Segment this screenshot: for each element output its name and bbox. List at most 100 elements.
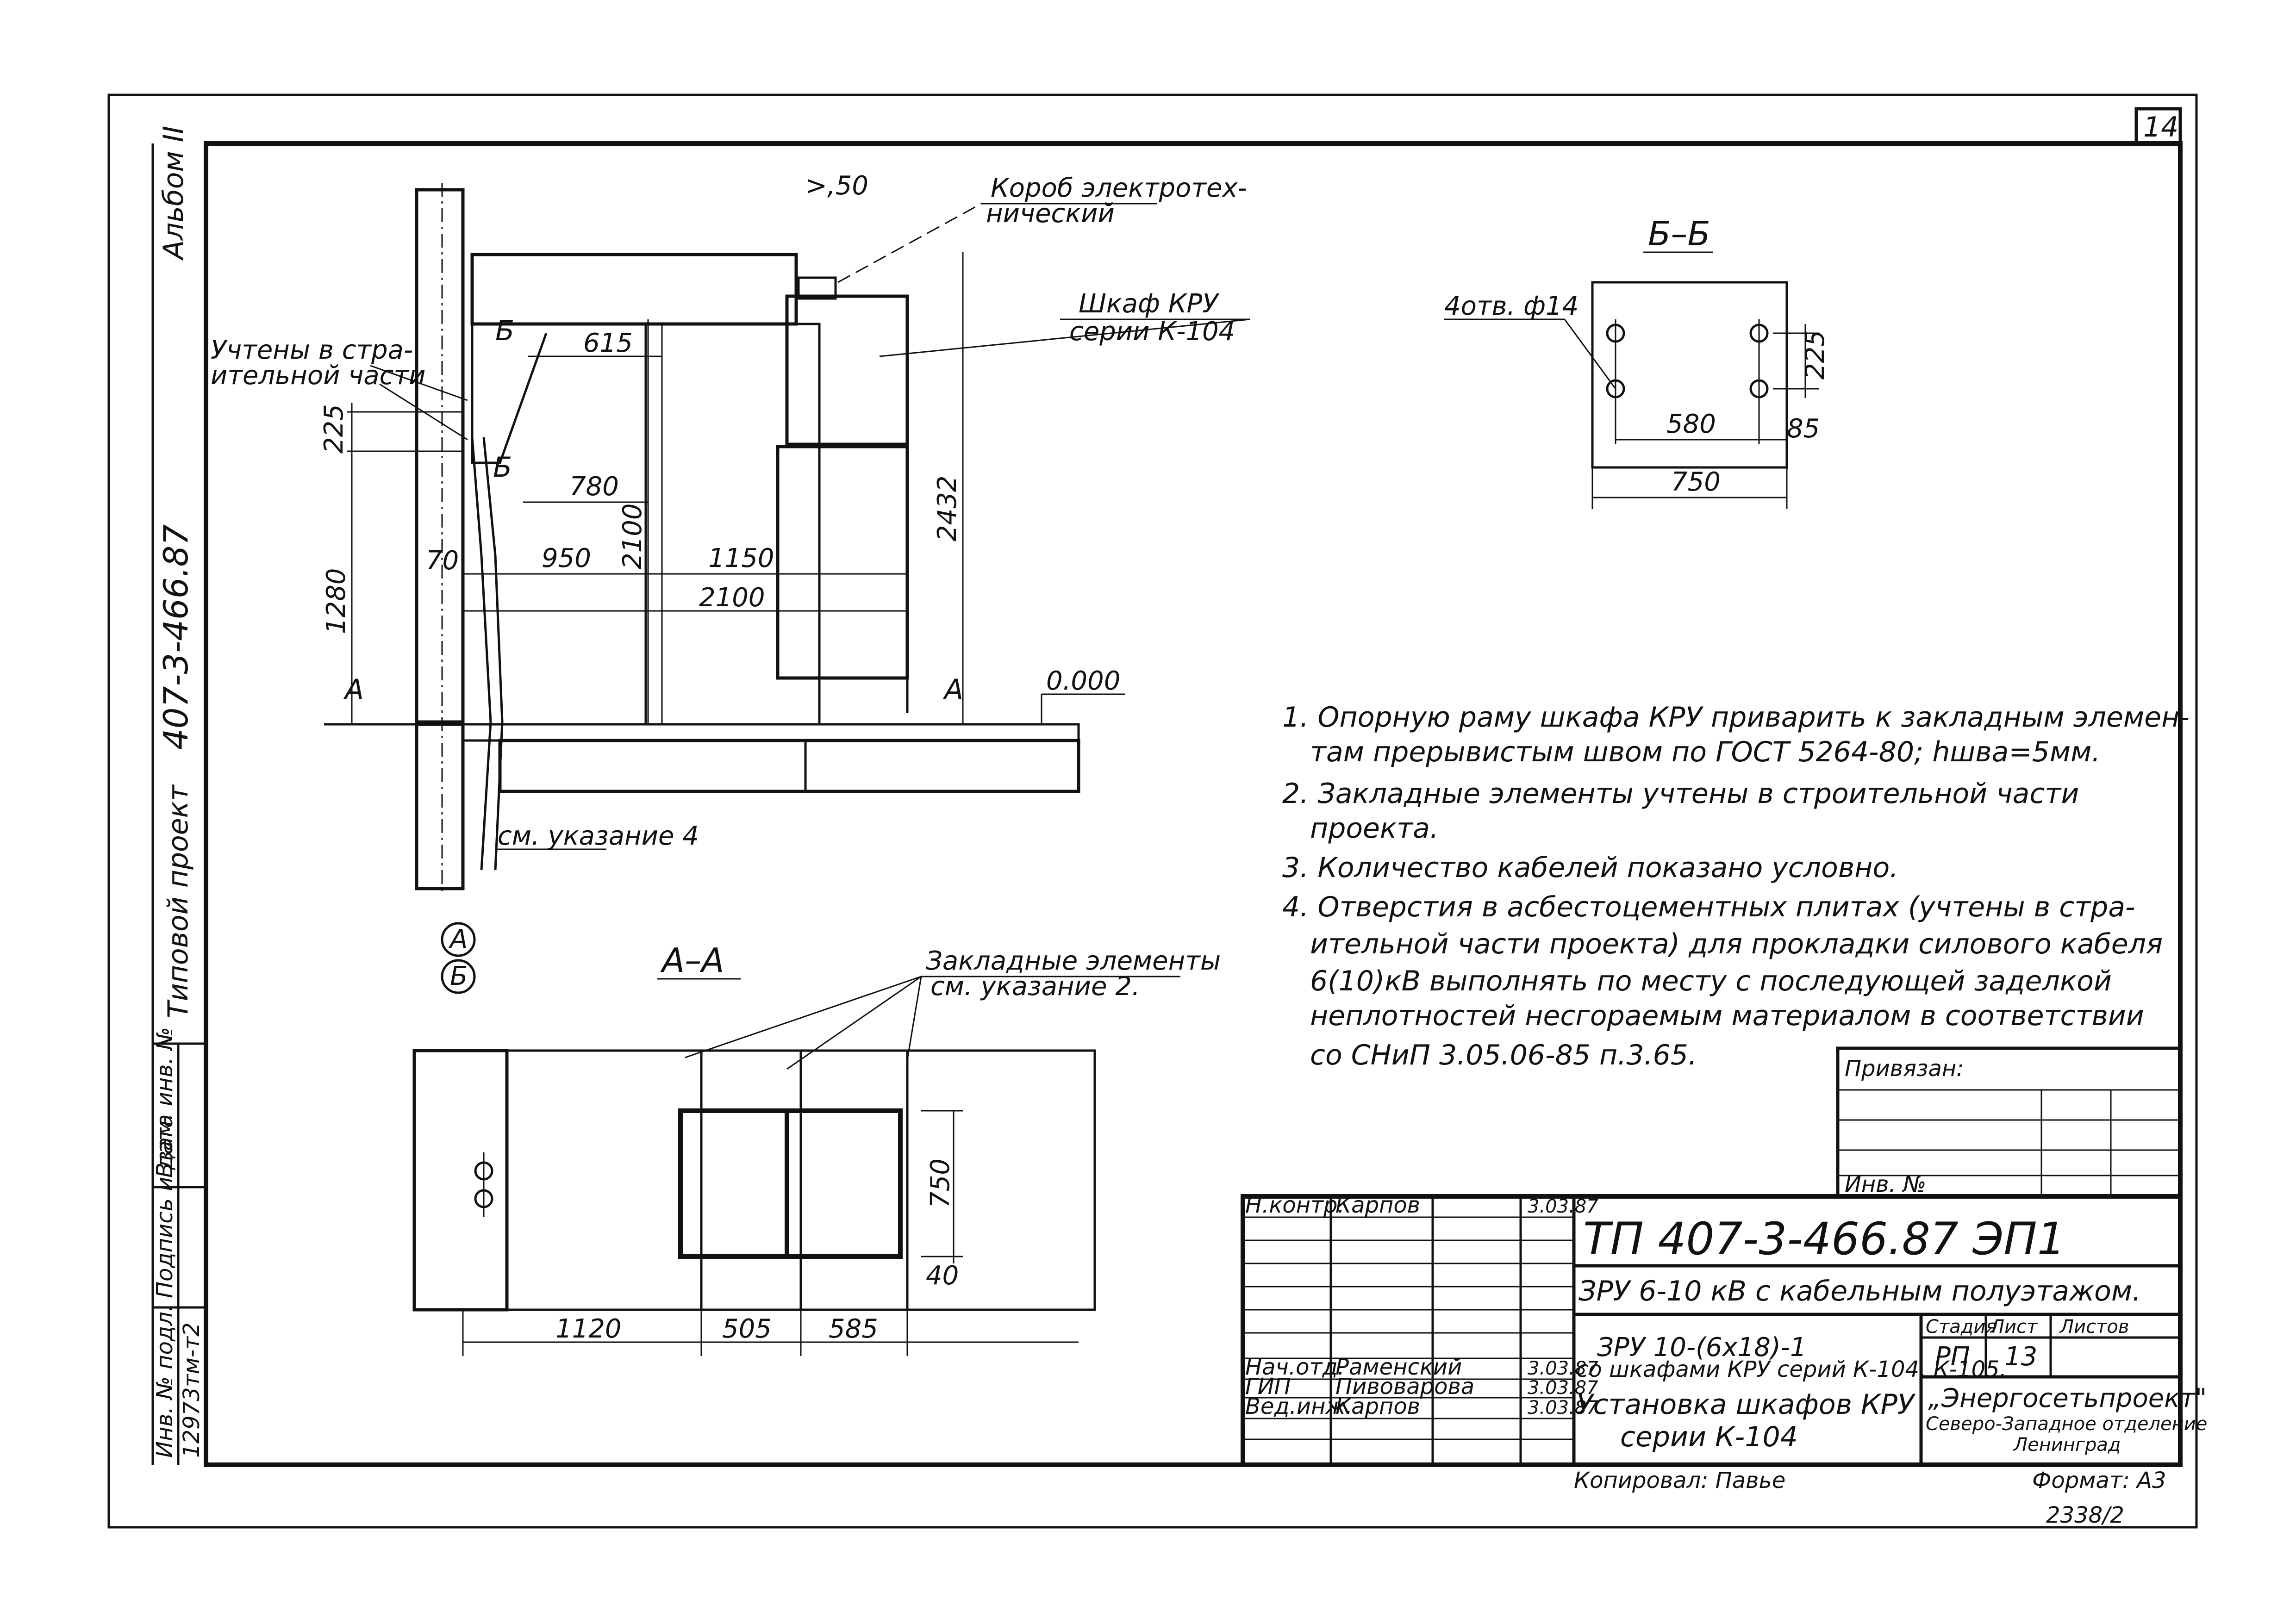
section-aa-title: А–А bbox=[660, 941, 724, 980]
sheet-number: 14 bbox=[2143, 111, 2178, 143]
bb-dim-225: 225 bbox=[1800, 330, 1830, 380]
date-1: 3.03.87 bbox=[1528, 1358, 1598, 1379]
axis-b-bubble bbox=[441, 959, 476, 994]
wall-lower bbox=[415, 722, 465, 890]
dim-950: 950 bbox=[542, 543, 591, 573]
dim-2432: 2432 bbox=[932, 475, 962, 541]
dim-1280: 1280 bbox=[321, 568, 351, 634]
vzam-label: Взам. инв. № bbox=[152, 1027, 178, 1178]
privyazan-label: Привязан: bbox=[1845, 1056, 1964, 1082]
sheet-label: Лист bbox=[1990, 1316, 2038, 1338]
dim-225: 225 bbox=[319, 404, 349, 454]
note-line-9: неплотностей несгораемым материалом в со… bbox=[1310, 1000, 2144, 1032]
bb-dim-750: 750 bbox=[1671, 467, 1721, 497]
org-2: Северо-Западное отделение bbox=[1926, 1413, 2207, 1435]
aa-dim-1120: 1120 bbox=[555, 1314, 622, 1344]
aa-dim-585: 585 bbox=[829, 1314, 878, 1344]
elevation-view: Короб электротех- нический Шкаф КРУ сери… bbox=[211, 171, 1250, 994]
note-line-2: там прерывистым швом по ГОСТ 5264-80; hш… bbox=[1310, 736, 2100, 768]
note-line-8: 6(10)кВ выполнять по месту с последующей… bbox=[1310, 965, 2112, 997]
org-1: „Энергосетьпроект" bbox=[1928, 1383, 2207, 1413]
inv-podl-value: 12973тм-т2 bbox=[179, 1322, 205, 1458]
subtitle-2: со шкафами КРУ серий К-104, К-105. bbox=[1576, 1356, 2007, 1382]
axis-a: А bbox=[449, 924, 468, 954]
note-line-7: ительной части проекта) для прокладки си… bbox=[1310, 928, 2163, 960]
note-line-5: 3. Количество кабелей показано условно. bbox=[1282, 852, 1898, 884]
aa-dim-505: 505 bbox=[722, 1314, 772, 1344]
label-kabel-box-2: нический bbox=[986, 199, 1115, 229]
dim-615: 615 bbox=[583, 328, 633, 358]
object-name: ЗРУ 6-10 кВ с кабельным полуэтажом. bbox=[1578, 1275, 2141, 1307]
main-stamp bbox=[1241, 1194, 2183, 1467]
section-a-mark-right: А bbox=[942, 673, 963, 706]
format: Формат: А3 bbox=[2032, 1468, 2166, 1493]
sheet-title-2: серии К-104 bbox=[1620, 1421, 1798, 1453]
designation: ТП 407-3-466.87 ЭП1 bbox=[1583, 1213, 2065, 1265]
section-b-mark-top: Б bbox=[495, 315, 514, 347]
project-type: Типовой проект bbox=[162, 784, 194, 1018]
note-line-1: 1. Опорную раму шкафа КРУ приварить к за… bbox=[1282, 701, 2190, 734]
drawing-frame bbox=[204, 141, 2183, 1467]
signature-date-label: Подпись и дата bbox=[152, 1114, 178, 1298]
label-construction-1: Учтены в стра- bbox=[211, 335, 413, 365]
subtitle-1: ЗРУ 10-(6х18)-1 bbox=[1597, 1332, 1807, 1363]
dim-1150: 1150 bbox=[708, 543, 774, 573]
album-label: Альбом II bbox=[157, 126, 190, 261]
label-cabinet: Шкаф КРУ bbox=[1079, 289, 1220, 319]
section-b-mark-bottom: Б bbox=[493, 451, 512, 484]
inv-no-label: Инв. № bbox=[1845, 1171, 1926, 1197]
level-mark: 0.000 bbox=[1046, 666, 1120, 696]
note-line-6: 4. Отверстия в асбестоцементных плитах (… bbox=[1282, 891, 2135, 923]
date-3: 3.03.87 bbox=[1528, 1397, 1598, 1419]
section-bb-title: Б–Б bbox=[1648, 214, 1710, 253]
cabinet-top-box bbox=[470, 253, 798, 326]
holes-label: 4отв. ф14 bbox=[1444, 291, 1578, 321]
title-block: Привязан: Инв. № Н.контр. Карпов 3.03.87… bbox=[1241, 1046, 2207, 1467]
dim-2100v: 2100 bbox=[618, 503, 648, 569]
wall-upper bbox=[415, 188, 465, 724]
date-2: 3.03.87 bbox=[1528, 1377, 1598, 1399]
sheet-title-1: Установка шкафов КРУ bbox=[1576, 1388, 1916, 1421]
axis-b: Б bbox=[450, 961, 468, 991]
note-line-10: со СНиП 3.05.06-85 п.3.65. bbox=[1310, 1039, 1697, 1071]
aa-dim-40: 40 bbox=[926, 1261, 959, 1291]
label-cabinet-series: серии К-104 bbox=[1069, 317, 1235, 347]
name-0: Карпов bbox=[1335, 1192, 1420, 1218]
name-3: Карпов bbox=[1335, 1394, 1420, 1419]
sheets-label: Листов bbox=[2059, 1316, 2129, 1338]
sheet-value: 13 bbox=[2004, 1342, 2037, 1372]
cable-box bbox=[797, 276, 837, 300]
name-2: Пивоварова bbox=[1335, 1374, 1474, 1400]
archive-no: 2338/2 bbox=[2046, 1502, 2124, 1528]
bb-dim-580: 580 bbox=[1666, 409, 1716, 439]
sheet-number-box bbox=[2134, 107, 2182, 145]
bb-dim-85: 85 bbox=[1787, 414, 1820, 444]
dim-2100: 2100 bbox=[699, 583, 765, 613]
floor-beam bbox=[498, 739, 1080, 793]
section-aa: А–А Закладные элементы см. указание 2. 7… bbox=[412, 941, 1221, 1356]
inv-podl-label: Инв. № подл. bbox=[152, 1305, 178, 1458]
role-2: ГИП bbox=[1245, 1374, 1291, 1400]
label-construction-2: ительной части bbox=[211, 361, 426, 391]
notes: 1. Опорную раму шкафа КРУ приварить к за… bbox=[1282, 701, 2190, 1071]
note-line-4: проекта. bbox=[1310, 812, 1439, 845]
note-line-3: 2. Закладные элементы учтены в строитель… bbox=[1282, 778, 2079, 810]
dim-ge50: >,50 bbox=[805, 171, 868, 201]
name-1: Раменский bbox=[1335, 1354, 1462, 1380]
role-1: Нач.отд. bbox=[1245, 1354, 1345, 1380]
dim-70: 70 bbox=[426, 546, 459, 576]
aa-frame bbox=[678, 1108, 903, 1259]
date-0: 3.03.87 bbox=[1528, 1196, 1598, 1217]
project-code: 407-3-466.87 bbox=[156, 524, 195, 750]
see-note-4: см. указание 4 bbox=[498, 821, 699, 851]
aa-dim-750: 750 bbox=[925, 1158, 955, 1208]
role-0: Н.контр. bbox=[1245, 1192, 1345, 1218]
section-bb: Б–Б 4отв. ф14 225 580 85 750 bbox=[1444, 214, 1830, 509]
embedded-label: Закладные элементы bbox=[926, 946, 1221, 976]
org-3: Ленинград bbox=[2013, 1434, 2121, 1456]
copied-by: Копировал: Павье bbox=[1574, 1468, 1785, 1493]
axis-a-bubble bbox=[441, 922, 476, 957]
label-kabel-box-1: Короб электротех- bbox=[991, 173, 1247, 203]
stage-value: РП bbox=[1935, 1342, 1970, 1372]
